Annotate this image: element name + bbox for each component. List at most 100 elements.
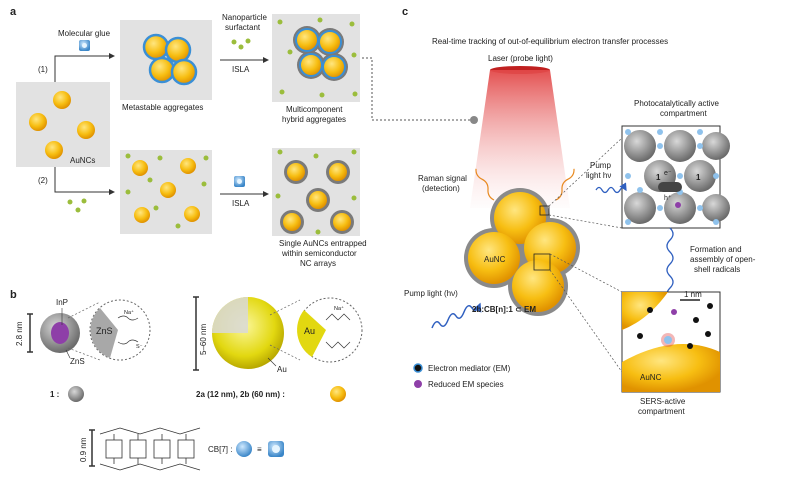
- qd-one-label: 1: [656, 173, 661, 182]
- sers-radical: [671, 309, 677, 315]
- aunc-particles: [29, 91, 95, 159]
- photocat-cb-dots: [625, 129, 719, 225]
- qd-scale-label: 2.8 nm: [15, 321, 24, 346]
- qd-core: [51, 322, 69, 344]
- sers-gold-top: [622, 292, 668, 330]
- sers-aunc-label: AuNC: [640, 373, 662, 382]
- raman-signal-right: [555, 168, 575, 201]
- panel-c-title: Real-time tracking of out-of-equilibrium…: [432, 37, 668, 46]
- sers-em-dots: [637, 303, 713, 349]
- e-minus-label: e⁻: [664, 170, 672, 177]
- legend-em-icon: [413, 363, 423, 373]
- single-aunc-label-3: NC arrays: [300, 259, 336, 268]
- cb7-small-icon-bottom: [234, 176, 245, 187]
- au-label: Au: [277, 365, 287, 374]
- au-inner-label: Au: [304, 326, 315, 336]
- aunc-cluster-label: AuNC: [484, 255, 506, 264]
- single-aunc-label-1: Single AuNCs entrapped: [279, 239, 367, 248]
- raman-label-2: (detection): [422, 184, 460, 193]
- au-sphere-cut: [212, 297, 248, 333]
- photocat-qd-array: [624, 130, 730, 224]
- compound1-icon: [68, 386, 84, 402]
- qd-zoom-zns: [90, 308, 118, 358]
- legend-reduced-icon: [414, 380, 422, 388]
- isla-top-label: ISLA: [232, 65, 250, 74]
- raman-signal-left: [475, 168, 495, 201]
- compound2-label: 2a (12 nm), 2b (60 nm) :: [196, 390, 285, 399]
- single-aunc-label-2: within semiconductor: [281, 249, 357, 258]
- aunc-label: AuNCs: [70, 156, 95, 165]
- route2-arrow: [54, 167, 115, 195]
- compound2-icon: [330, 386, 346, 402]
- cb-scale-label: 0.9 nm: [79, 437, 88, 462]
- surfactant-dots-top: [231, 38, 251, 50]
- zoom-box-sers: [533, 253, 551, 271]
- legend-em-label: Electron mediator (EM): [428, 364, 511, 373]
- cb7-label: CB[7] :: [208, 445, 232, 454]
- sers-cb: [664, 336, 672, 344]
- pump-top-label-2: light hν: [586, 171, 611, 180]
- cb7-small-icon: [79, 40, 90, 51]
- h-plus-label: h⁺: [664, 194, 672, 202]
- cb7-sphere-icon: [236, 441, 252, 457]
- nanoparticle-label-2: surfactant: [225, 23, 261, 32]
- aunc-cluster: [464, 188, 580, 316]
- photocat-label-1: Photocatalytically active: [634, 99, 719, 108]
- molecular-glue-label: Molecular glue: [58, 29, 111, 38]
- cb7-structure: [99, 427, 201, 471]
- formation-label-1: Formation and: [690, 245, 742, 254]
- laser-label: Laser (probe light): [488, 54, 553, 63]
- qd-one-label-2: 1: [696, 173, 701, 182]
- pump-top-label-1: Pump: [590, 161, 611, 170]
- multicomponent-label-1: Multicomponent: [286, 105, 343, 114]
- legend-reduced-label: Reduced EM species: [428, 380, 504, 389]
- photocat-label-2: compartment: [660, 109, 707, 118]
- zns-outer-label: ZnS: [70, 357, 85, 366]
- pump-left-wave: [431, 302, 482, 329]
- formation-arrow: [662, 227, 674, 301]
- photocat-cavity: [658, 182, 682, 192]
- route2-label: (2): [38, 176, 48, 185]
- equiv-symbol: ≡: [257, 445, 262, 454]
- metastable-label: Metastable aggregates: [122, 103, 203, 112]
- zoom-box-photocat: [539, 205, 550, 216]
- mixture-particles: [125, 153, 209, 229]
- route1-label: (1): [38, 65, 48, 74]
- nanoparticle-label-1: Nanoparticle: [222, 13, 267, 22]
- sers-label-1: SERS-active: [640, 397, 686, 406]
- panel-a-label: a: [10, 6, 17, 18]
- compound1-label: 1 :: [50, 390, 59, 399]
- connector-dotted: [362, 57, 472, 121]
- route1-arrow: [54, 53, 115, 82]
- single-aunc-particles: [275, 149, 357, 235]
- s-minus-label: S⁻: [136, 344, 143, 350]
- na-label-1: Na⁺: [124, 309, 134, 316]
- panel-c: c Real-time tracking of out-of-equilibri…: [402, 6, 756, 416]
- na-label-2: Na⁺: [334, 305, 344, 312]
- inp-label: InP: [56, 298, 68, 307]
- au-zoom-gold: [297, 310, 326, 357]
- metastable-aggregate: [142, 33, 198, 86]
- laser-beam: [470, 70, 570, 208]
- multicomponent-label-2: hybrid aggregates: [282, 115, 346, 124]
- au-scale-label: 5–60 nm: [199, 324, 208, 355]
- pump-left-label: Pump light (hν): [404, 289, 458, 298]
- sers-scalebar-label: 1 nm: [684, 290, 702, 299]
- panel-b-label: b: [10, 289, 17, 301]
- pump-top-wave: [595, 182, 627, 194]
- panel-a: a AuNCs (1) (2) Molecular glue: [10, 6, 478, 268]
- multicomponent-aggregate: [293, 26, 348, 81]
- panel-b: b 2.8 nm InP ZnS ZnS Na⁺ S⁻ 5–60 nm Au: [10, 289, 363, 471]
- formation-label-2: assembly of open-: [690, 255, 756, 264]
- zns-inner-label: ZnS: [96, 326, 113, 336]
- cb7-square-icon: [268, 441, 284, 457]
- formation-label-3: shell radicals: [694, 265, 740, 274]
- raman-label-1: Raman signal: [418, 174, 467, 183]
- multicomponent-green-dots: [277, 17, 358, 98]
- surfactant-dots-route2: [67, 198, 87, 213]
- isla-bottom-label: ISLA: [232, 199, 250, 208]
- assembly-label: 2b:CB[n]:1 ⊂ EM: [472, 305, 536, 314]
- reduced-em-dot: [675, 202, 681, 208]
- panel-c-label: c: [402, 6, 408, 18]
